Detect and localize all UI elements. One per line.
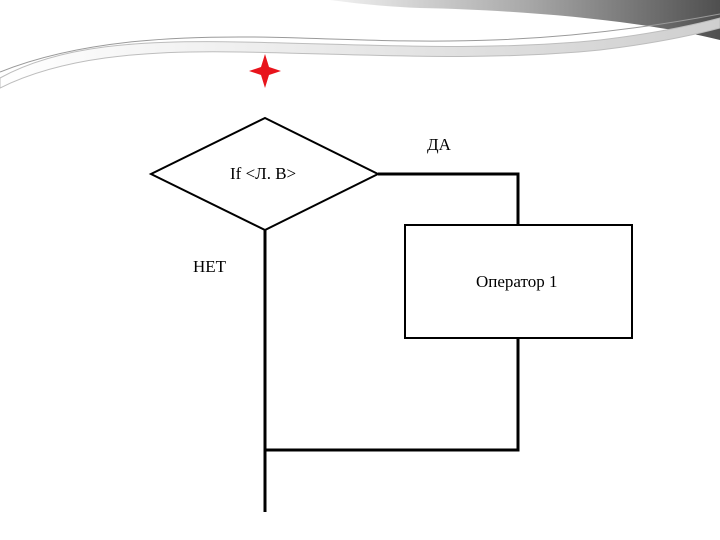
merge-line: [265, 338, 520, 452]
yes-label: ДА: [427, 135, 451, 154]
yes-branch-line: [378, 172, 520, 225]
operator-label: Оператор 1: [476, 272, 558, 291]
operator-box: [404, 224, 633, 339]
condition-label: If <Л. В>: [230, 164, 297, 183]
no-label: НЕТ: [193, 257, 227, 276]
start-star-marker: [249, 54, 281, 88]
header-swoosh-decoration: [0, 0, 720, 89]
